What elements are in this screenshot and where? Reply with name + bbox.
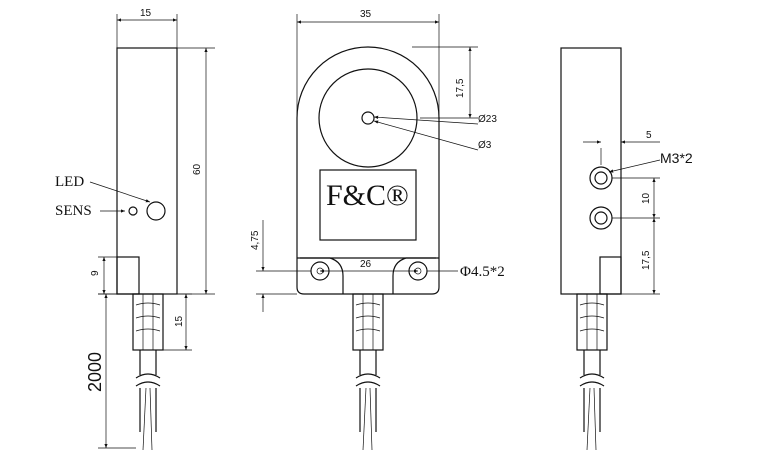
led-leader <box>89 181 151 203</box>
sens-label: SENS <box>55 203 92 219</box>
led-label: LED <box>55 174 84 190</box>
hole-spacing-dim: 10 <box>641 192 652 204</box>
back-bottom-tab <box>599 256 622 295</box>
thread-label: M3*2 <box>660 150 693 166</box>
sensing-bore <box>318 68 418 168</box>
side-view: LED SENS 15 60 9 15 <box>55 8 215 451</box>
side-cable-sleeve <box>132 293 164 351</box>
front-body <box>296 46 440 295</box>
thread-hole-upper <box>589 166 613 190</box>
cable-length-dim: 2000 <box>85 352 105 392</box>
front-cable-sleeve <box>352 293 384 351</box>
front-view: F&C® 35 17,5 Ø23 Ø3 4,75 26 <box>250 9 505 451</box>
back-view: 5 M3*2 10 17,5 <box>560 47 693 451</box>
sens-indicator <box>146 201 166 221</box>
thread-hole-lower <box>589 206 613 230</box>
led-indicator <box>128 206 138 216</box>
mount-hole-dim: Φ4.5*2 <box>460 264 505 280</box>
front-top-dim: 17,5 <box>455 78 466 98</box>
side-height-dim: 60 <box>192 163 203 175</box>
front-width-dim: 35 <box>360 9 372 20</box>
center-hole <box>361 111 375 125</box>
back-cable-sleeve <box>576 293 608 351</box>
side-bottom-dim: 9 <box>90 270 101 276</box>
back-bottom-dim: 17,5 <box>641 250 652 270</box>
side-bottom-tab <box>116 256 140 295</box>
mount-height-dim: 4,75 <box>250 230 261 250</box>
bore-diameter-dim: Ø23 <box>478 114 497 125</box>
side-width-dim: 15 <box>140 8 152 19</box>
center-hole-dim: Ø3 <box>478 140 492 151</box>
brand-box <box>319 169 417 241</box>
side-sleeve-dim: 15 <box>174 315 185 327</box>
brand-text: F&C® <box>326 179 409 212</box>
back-offset-dim: 5 <box>646 130 652 141</box>
mount-spacing-dim: 26 <box>360 259 372 270</box>
